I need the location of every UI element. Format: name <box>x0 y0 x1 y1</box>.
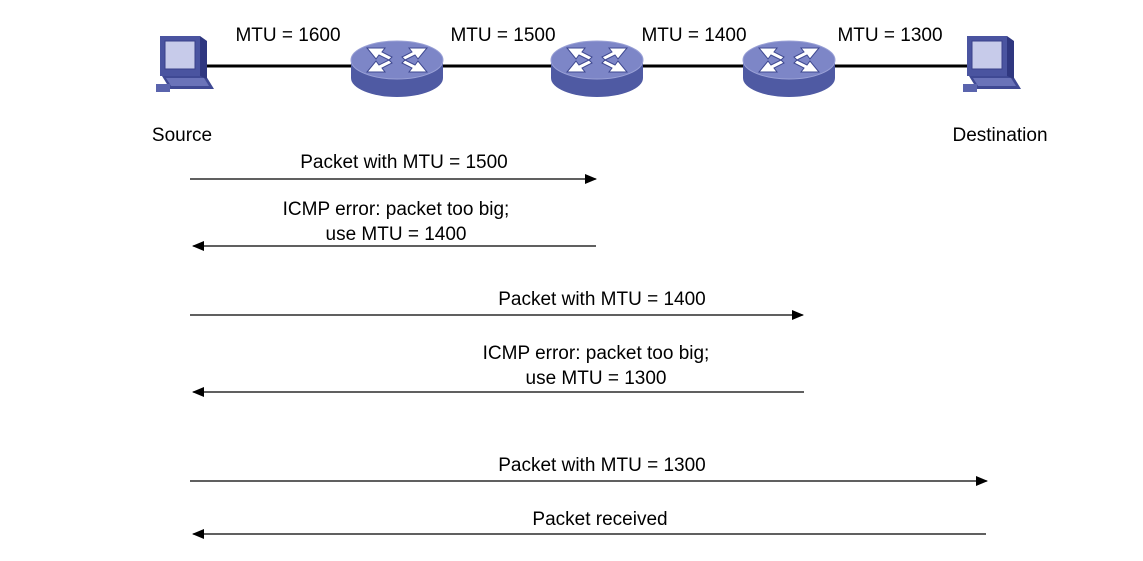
message-1-label: Packet with MTU = 1500 <box>300 152 508 173</box>
link-3-mtu-label: MTU = 1400 <box>641 25 746 46</box>
message-2-label-line1: ICMP error: packet too big; <box>283 199 510 220</box>
source-label: Source <box>152 125 212 146</box>
message-2-label-line2: use MTU = 1400 <box>326 224 467 245</box>
destination-computer-icon <box>962 35 1022 93</box>
router-3-icon <box>742 40 836 98</box>
message-6-label: Packet received <box>532 509 667 530</box>
link-1-mtu-label: MTU = 1600 <box>235 25 340 46</box>
message-4-label-line2: use MTU = 1300 <box>526 368 667 389</box>
router-2-icon <box>550 40 644 98</box>
source-computer-icon <box>155 35 215 93</box>
router-1-icon <box>350 40 444 98</box>
link-4-mtu-label: MTU = 1300 <box>837 25 942 46</box>
link-2-mtu-label: MTU = 1500 <box>450 25 555 46</box>
message-5-label: Packet with MTU = 1300 <box>498 455 706 476</box>
destination-label: Destination <box>952 125 1047 146</box>
message-4-label-line1: ICMP error: packet too big; <box>483 343 710 364</box>
message-3-label: Packet with MTU = 1400 <box>498 289 706 310</box>
